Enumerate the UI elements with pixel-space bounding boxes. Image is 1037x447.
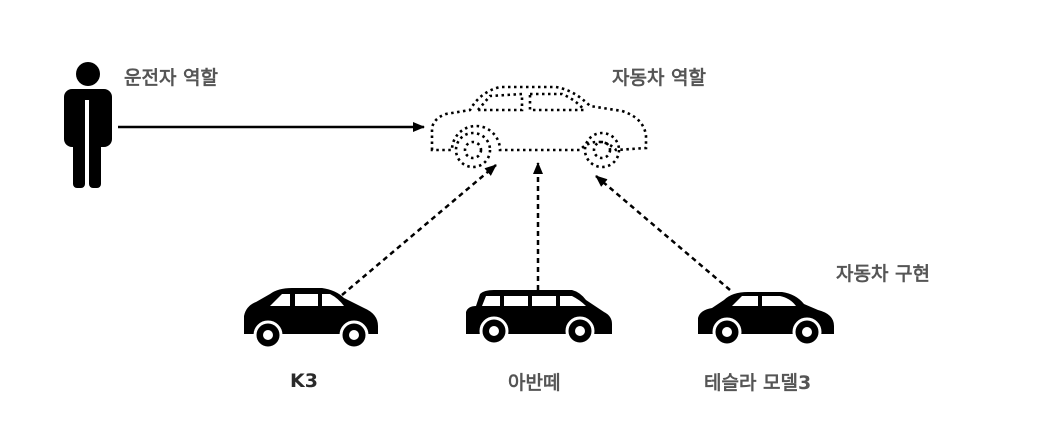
car-outline-dotted-icon: [430, 85, 648, 169]
avante-label: 아반떼: [508, 372, 561, 394]
station-wagon-car-icon: [466, 290, 612, 346]
hatchback-car-icon: [244, 288, 378, 350]
car-impl-label: 자동차 구현: [836, 263, 931, 285]
driver-role-label: 운전자 역할: [124, 67, 219, 89]
k3-label: K3: [290, 370, 318, 392]
car-role-label: 자동차 역할: [612, 67, 707, 89]
tesla-label: 테슬라 모델3: [704, 372, 812, 394]
person-icon: [64, 62, 112, 188]
k3-implements-arrow: [341, 164, 497, 296]
tesla-implements-arrow: [595, 175, 731, 291]
sedan-car-icon: [698, 292, 834, 347]
